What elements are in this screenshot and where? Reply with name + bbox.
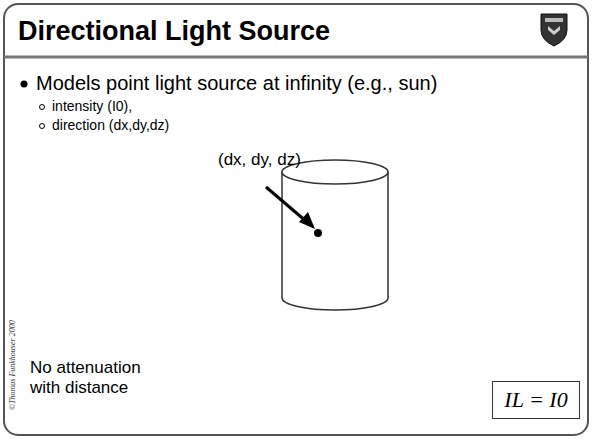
- surface-point: [314, 229, 322, 237]
- slide-frame: [4, 4, 588, 435]
- cylinder: [282, 160, 388, 310]
- slide-title: Directional Light Source: [18, 16, 330, 47]
- formula-text: IL = I0: [504, 387, 567, 413]
- university-shield: [541, 14, 567, 46]
- note-text: No attenuation with distance: [30, 358, 160, 398]
- bullet-dot: [21, 81, 28, 88]
- sub-bullet-text: direction (dx,dy,dz): [52, 117, 169, 133]
- formula-box: IL = I0: [492, 381, 580, 419]
- sub-bullet: [40, 124, 45, 129]
- vector-label: (dx, dy, dz): [218, 150, 301, 170]
- direction-arrow: [266, 187, 315, 229]
- sub-bullet-text: intensity (I0),: [52, 98, 132, 114]
- bullet-text: Models point light source at infinity (e…: [36, 72, 437, 95]
- title-rule: [4, 56, 588, 59]
- sub-bullet: [40, 105, 45, 110]
- copyright: ©Thomas Funkhouser 2000: [8, 320, 17, 410]
